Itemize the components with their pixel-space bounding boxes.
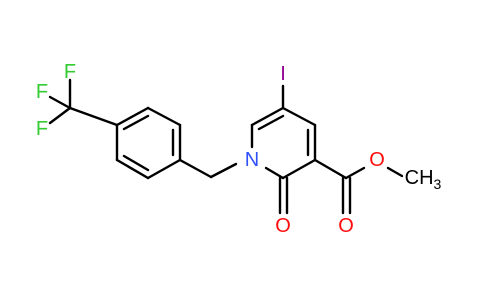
bond-benzene-2 [146,106,182,127]
bond-c6-c5 [250,106,285,127]
atom-label-fluorine-top: F [64,61,76,83]
bond-benzene-inner-1 [122,114,150,131]
bond-c3-c2 [281,158,317,180]
bond-ch2-n [209,162,238,179]
atom-label-iodine: I [280,63,286,85]
bond-cf3-benzene [68,106,119,127]
atom-label-methyl: CH3 [405,167,442,192]
bond-c-f-left [48,95,72,110]
bond-c3-ester-c [313,158,348,180]
bond-benzene-4 [146,158,182,180]
methyl-subscript: 3 [434,176,442,192]
bond-o-ch3 [386,166,404,178]
atom-labels: F F F I N O O O CH3 [36,61,442,237]
atom-label-oxygen-ester-single: O [369,149,385,171]
atom-label-fluorine-bottom: F [36,118,48,140]
atom-label-oxygen-ester-double: O [338,215,354,237]
bond-benzene-inner-3 [122,154,150,172]
bond-lines [48,78,404,215]
bond-benzene-5 [115,158,150,180]
bond-c-f-bottom [48,106,72,125]
bond-c6-c5-inner [257,114,285,131]
bond-benzene-1 [115,106,150,127]
methyl-main-text: CH [405,167,434,189]
atom-label-fluorine-left: F [36,81,48,103]
bond-c5-c4 [281,106,317,127]
bond-c2-n [264,166,285,180]
bond-ester-c-o-single [344,166,366,180]
atom-label-oxygen-ring-carbonyl: O [275,215,291,237]
bond-benzene-ch2 [178,158,213,179]
atom-label-nitrogen: N [245,149,259,171]
